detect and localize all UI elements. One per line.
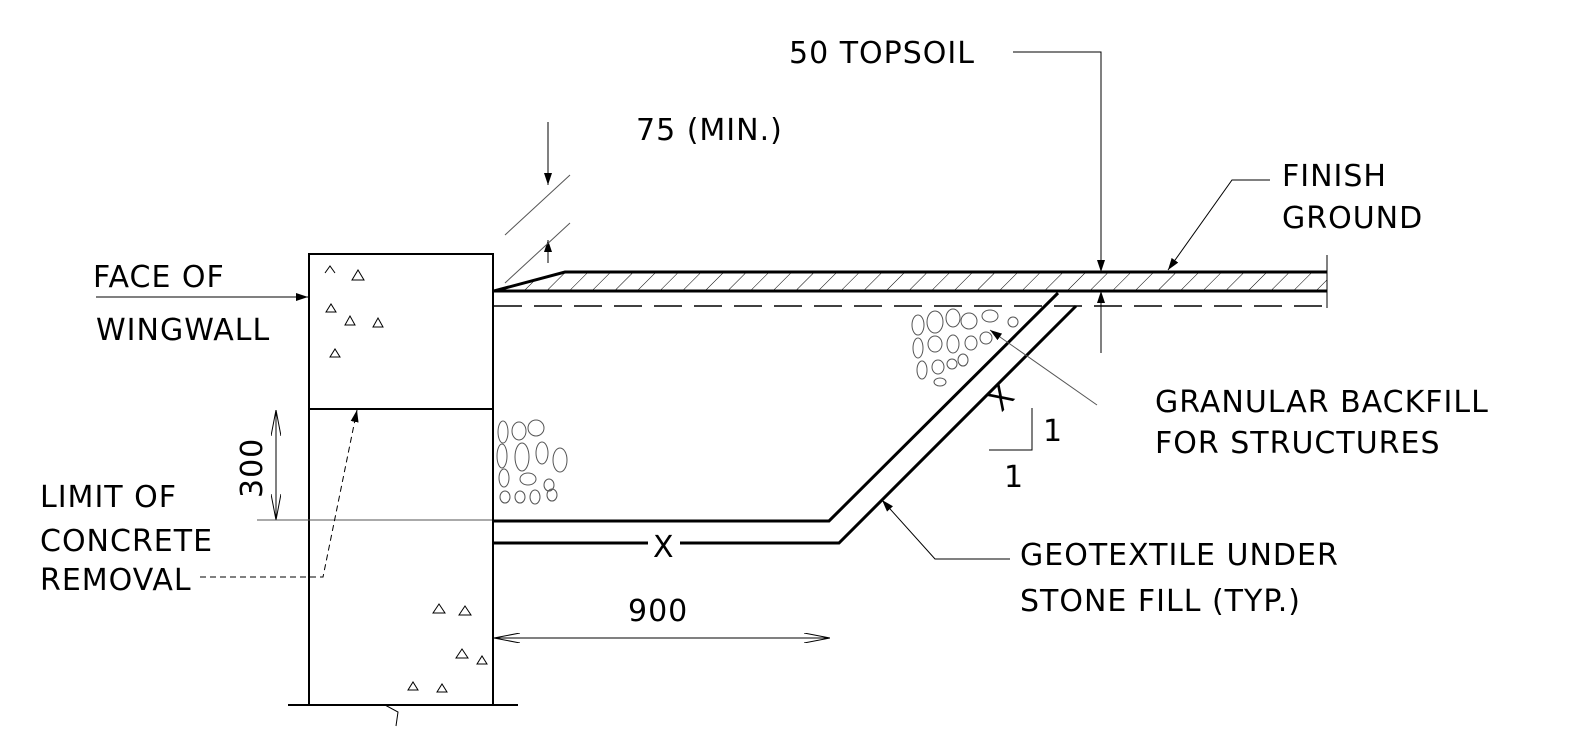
topsoil-layer xyxy=(493,255,1328,308)
slope-rise-label: 1 xyxy=(1043,414,1063,449)
slope-indicator xyxy=(989,408,1033,451)
concrete-aggregate-symbols xyxy=(324,265,488,693)
geotextile-label-2: STONE FILL (TYP.) xyxy=(1020,584,1301,619)
finish-ground-leader xyxy=(1167,179,1270,271)
granular-backfill-label-1: GRANULAR BACKFILL xyxy=(1155,385,1489,420)
dim-300-label: 300 xyxy=(235,438,270,498)
face-of-wingwall-label-1: FACE OF xyxy=(93,260,225,295)
geotextile-leader xyxy=(881,499,1010,560)
granular-backfill-label-2: FOR STRUCTURES xyxy=(1155,426,1441,461)
min-depth-label: 75 (MIN.) xyxy=(636,113,783,148)
limit-concrete-label-3: REMOVAL xyxy=(40,563,192,598)
limit-concrete-label-1: LIMIT OF xyxy=(40,480,177,515)
finish-ground-label-2: GROUND xyxy=(1282,201,1423,236)
geotextile-label-1: GEOTEXTILE UNDER xyxy=(1020,538,1339,573)
face-of-wingwall-label-2: WINGWALL xyxy=(96,313,270,348)
dim-75-min xyxy=(504,122,571,284)
limit-of-concrete-leader xyxy=(200,409,359,578)
dim-300 xyxy=(257,410,492,521)
stone-fill-excavation xyxy=(494,291,1078,545)
granular-backfill-leader xyxy=(989,329,1098,406)
dim-900-label: 900 xyxy=(628,594,688,629)
limit-concrete-label-2: CONCRETE xyxy=(40,524,213,559)
finish-ground-label-1: FINISH xyxy=(1282,159,1387,194)
slope-x-label: X xyxy=(982,378,1022,418)
slope-run-label: 1 xyxy=(1004,460,1024,495)
dim-x-label: X xyxy=(653,530,675,565)
stone-fill-symbols xyxy=(496,419,568,505)
dim-50-topsoil xyxy=(1013,51,1105,353)
granular-stone-symbols xyxy=(911,308,1019,387)
wingwall xyxy=(288,253,518,727)
topsoil-label: 50 TOPSOIL xyxy=(789,36,975,71)
